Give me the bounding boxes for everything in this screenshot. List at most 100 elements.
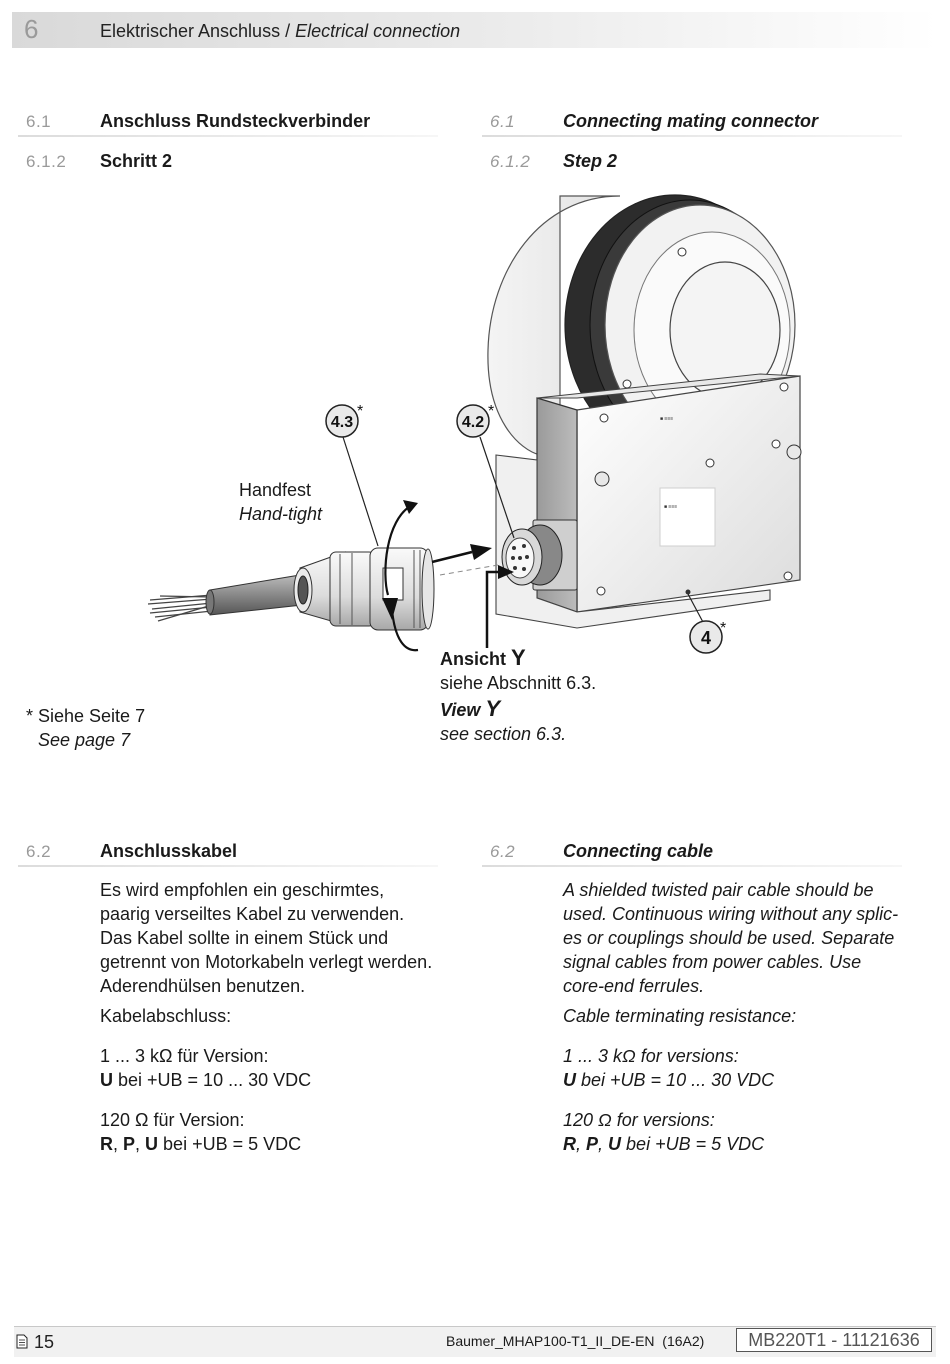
text-line: bei +UB = 5 VDC [621, 1134, 765, 1154]
section-rule [482, 135, 902, 137]
callout-4-3: 4.3 * [325, 403, 363, 438]
section-number-6-1-2-de: 6.1.2 [26, 152, 67, 171]
chapter-number: 6 [24, 14, 39, 44]
chapter-title-sep: / [280, 21, 296, 41]
hand-tight-label-en: Hand-tight [239, 504, 323, 524]
leader-line [479, 436, 515, 539]
paragraph-recommendation-en: A shielded twisted pair cable should be … [563, 878, 943, 998]
footnote-en: See page 7 [38, 730, 131, 750]
leader-line [342, 436, 379, 547]
body-text-de: Es wird empfohlen ein geschirmtes, paari… [100, 878, 470, 1156]
insertion-arrow [431, 550, 473, 564]
text-line: bei +UB = 5 VDC [158, 1134, 302, 1154]
version-code: P [123, 1134, 136, 1154]
chapter-header-bar [12, 12, 938, 48]
version-code: U [145, 1134, 159, 1154]
view-ref-de: siehe Abschnitt 6.3. [440, 673, 597, 693]
text-line: es or couplings should be used. Separate [563, 928, 895, 948]
paragraph-120-en: 120 Ω for versions: R, P, U bei +UB = 5 … [563, 1108, 943, 1156]
document-id: MB220T1 - 11121636 [736, 1328, 932, 1352]
arrow-head [470, 544, 492, 560]
callout-asterisk: * [357, 403, 363, 420]
hand-tight-label: Handfest Hand-tight [239, 478, 322, 526]
version-code: P [586, 1134, 599, 1154]
section-title-6-2-de: Anschlusskabel [100, 841, 238, 861]
text-line: 1 ... 3 kΩ for versions: [563, 1046, 739, 1066]
callout-asterisk: * [488, 403, 494, 420]
section-title-6-1-2-de: Schritt 2 [100, 151, 173, 171]
arrow-head [498, 565, 514, 579]
paragraph-120-de: 120 Ω für Version: R, P, U bei +UB = 5 V… [100, 1108, 470, 1156]
text-line: Aderendhülsen benutzen. [100, 976, 306, 996]
text-line: 120 Ω für Version: [100, 1110, 245, 1130]
section-title-6-1-de: Anschluss Rundsteckverbinder [100, 111, 371, 131]
view-y-arrow [485, 570, 498, 648]
footnote-de: * Siehe Seite 7 [26, 706, 146, 726]
section-number-6-1-de: 6.1 [26, 112, 52, 131]
callout-label: 4.3 [331, 414, 353, 431]
paragraph-1k-en: 1 ... 3 kΩ for versions: U bei +UB = 10 … [563, 1044, 943, 1092]
text-line: paarig verseiltes Kabel zu verwenden. [100, 904, 405, 924]
section-number-6-2-de: 6.2 [26, 842, 52, 861]
axis-line [439, 564, 499, 576]
version-code: U [563, 1070, 576, 1090]
paragraph-termination-de: Kabelabschluss: [100, 1006, 232, 1026]
mating-connector [293, 547, 435, 631]
text-line: Es wird empfohlen ein geschirmtes, [100, 880, 385, 900]
encoder-socket [501, 519, 578, 591]
section-rule [18, 135, 438, 137]
page-number: 15 [34, 1332, 55, 1352]
separator: , [135, 1134, 146, 1154]
view-letter: Y [511, 645, 526, 670]
section-number-6-1-2-en: 6.1.2 [490, 152, 531, 171]
view-label-de: Ansicht [440, 649, 507, 669]
chapter-title-de: Elektrischer Anschluss [100, 21, 281, 41]
section-rule [482, 865, 902, 867]
connecting-cable [147, 574, 303, 622]
text-line: bei +UB = 10 ... 30 VDC [576, 1070, 775, 1090]
version-code: U [100, 1070, 113, 1090]
rotation-arrows [384, 504, 419, 652]
leader-line [687, 593, 705, 625]
paragraph-recommendation-de: Es wird empfohlen ein geschirmtes, paari… [100, 878, 470, 998]
section-number-6-1-en: 6.1 [490, 112, 516, 131]
text-line: used. Continuous wiring without any spli… [563, 904, 899, 924]
view-label-en: View [440, 700, 481, 720]
text-line: core-end ferrules. [563, 976, 705, 996]
text-line: Das Kabel sollte in einem Stück und [100, 928, 389, 948]
text-line: 1 ... 3 kΩ für Version: [100, 1046, 269, 1066]
plate-marking: ■ ≡≡≡ [664, 504, 677, 510]
callout-4-2: 4.2 * [456, 403, 494, 438]
callout-label: 4.2 [462, 414, 484, 431]
version-code: R [100, 1134, 113, 1154]
separator: , [576, 1134, 587, 1154]
separator: , [113, 1134, 124, 1154]
connection-illustration: ■ ≡≡≡ ■ ≡≡≡ [147, 194, 802, 654]
text-line: bei +UB = 10 ... 30 VDC [113, 1070, 312, 1090]
text-line: A shielded twisted pair cable should be [563, 880, 874, 900]
footnote: * Siehe Seite 7 See page 7 [26, 704, 145, 752]
separator: , [598, 1134, 609, 1154]
callout-4: 4 * [689, 620, 726, 654]
version-code: R [563, 1134, 576, 1154]
section-rule [18, 865, 438, 867]
page-icon [16, 1334, 28, 1349]
section-title-6-1-en: Connecting mating connector [563, 111, 819, 131]
paragraph-1k-de: 1 ... 3 kΩ für Version: U bei +UB = 10 .… [100, 1044, 470, 1092]
body-text-en: A shielded twisted pair cable should be … [563, 878, 943, 1156]
document-name: Baumer_MHAP100-T1_II_DE-EN (16A2) [446, 1333, 705, 1349]
text-line: 120 Ω for versions: [563, 1110, 715, 1130]
chapter-title-en: Electrical connection [295, 21, 461, 41]
section-title-6-1-2-en: Step 2 [563, 151, 618, 171]
view-letter: Y [485, 696, 501, 721]
paragraph-termination-en: Cable terminating resistance: [563, 1006, 797, 1026]
text-line: getrennt von Motorkabeln verlegt werden. [100, 952, 433, 972]
hand-tight-label-de: Handfest [239, 480, 312, 500]
section-number-6-2-en: 6.2 [490, 842, 516, 861]
text-line: signal cables from power cables. Use [563, 952, 862, 972]
section-title-6-2-en: Connecting cable [563, 841, 714, 861]
chapter-title: Elektrischer Anschluss / Electrical conn… [100, 21, 460, 42]
callout-label: 4 [701, 628, 711, 648]
callout-asterisk: * [720, 620, 726, 637]
version-code: U [608, 1134, 622, 1154]
